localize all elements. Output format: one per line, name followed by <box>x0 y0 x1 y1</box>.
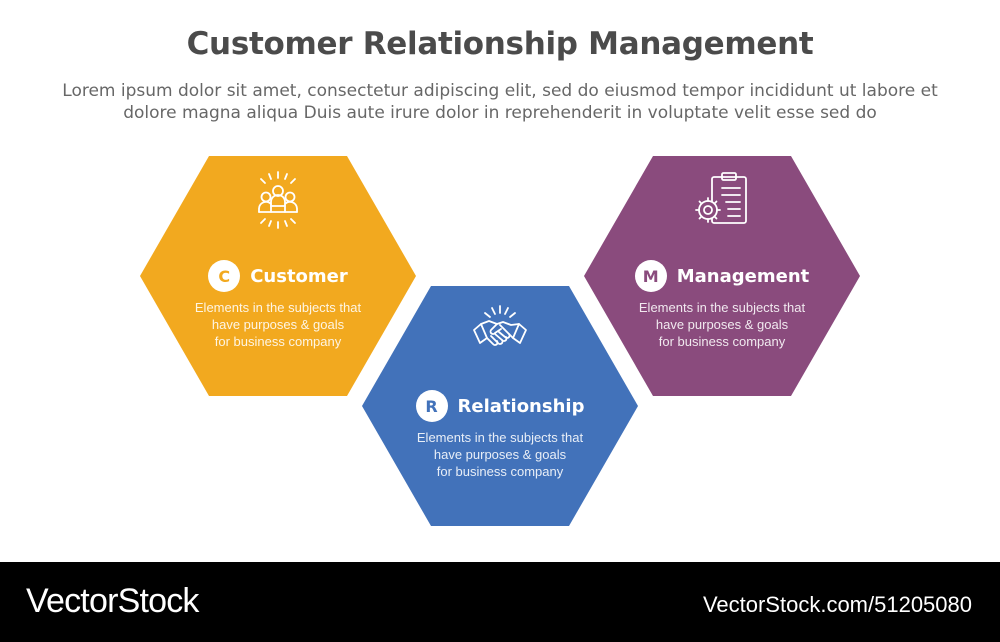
footer-watermark-bar: VectorStock VectorStock.com/51205080 <box>0 562 1000 642</box>
customer-heading: C Customer <box>140 260 416 292</box>
management-heading: M Management <box>584 260 860 292</box>
relationship-heading: R Relationship <box>362 390 638 422</box>
letter-badge-c: C <box>208 260 241 292</box>
customer-description: Elements in the subjects that have purpo… <box>194 300 362 349</box>
relationship-description: Elements in the subjects that have purpo… <box>416 430 584 479</box>
relationship-title: Relationship <box>457 395 585 417</box>
vectorstock-url: VectorStock.com/51205080 <box>702 592 972 617</box>
hexagon-customer: C Customer Elements in the subjects that… <box>140 156 416 396</box>
page-title: Customer Relationship Management <box>186 26 814 62</box>
clipboard-gear-icon <box>692 170 752 230</box>
letter-badge-m: M <box>634 260 667 292</box>
management-description: Elements in the subjects that have purpo… <box>638 300 806 349</box>
hexagon-management: M Management Elements in the subjects th… <box>584 156 860 396</box>
people-group-icon <box>248 170 308 230</box>
page-description: Lorem ipsum dolor sit amet, consectetur … <box>62 81 938 123</box>
letter-badge-r: R <box>415 390 448 422</box>
hexagon-relationship: R Relationship Elements in the subjects … <box>362 286 638 526</box>
handshake-icon <box>470 300 530 360</box>
customer-title: Customer <box>250 265 348 287</box>
management-title: Management <box>676 265 810 287</box>
vectorstock-logo: VectorStock <box>26 582 199 620</box>
